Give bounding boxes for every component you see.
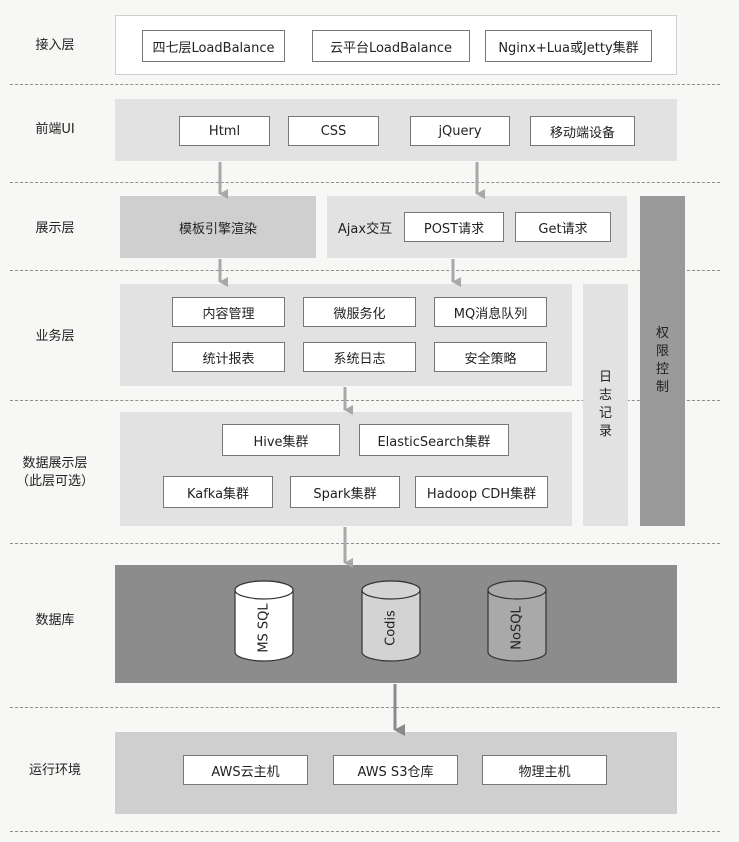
side-auth-char: 制 [655,380,669,395]
divider-business [10,400,720,401]
runtime-item-physical-host: 物理主机 [482,755,607,785]
access-item-nginx-lua-jetty: Nginx+Lua或Jetty集群 [485,30,652,62]
divider-runtime [10,831,720,832]
frontend-item-jquery: jQuery [410,116,510,146]
layer-label-data-display: 数据展示层 [22,456,88,471]
side-log-char: 日 [598,370,612,385]
side-auth-char: 限 [655,344,669,359]
frontend-item-css: CSS [288,116,379,146]
layer-label-runtime: 运行环境 [28,763,81,778]
cylinder-label-nosql: NoSQL [510,606,525,650]
layer-label-frontend: 前端UI [35,122,75,137]
side-log-record: 日 志 记 录 [583,284,628,526]
business-item-microservice: 微服务化 [303,297,416,327]
runtime-item-aws-s3: AWS S3仓库 [333,755,458,785]
cylinder-codis: Codis [361,580,421,662]
side-auth-char: 控 [655,362,669,377]
side-log-char: 录 [598,424,612,439]
side-auth-control: 权 限 控 制 [640,196,685,526]
data-display-item-elasticsearch: ElasticSearch集群 [359,424,509,456]
cylinder-nosql: NoSQL [487,580,547,662]
side-auth-char: 权 [655,326,669,341]
data-display-item-spark: Spark集群 [290,476,400,508]
layer-label-data-display-note: （此层可选） [15,474,94,489]
layer-label-access: 接入层 [35,38,75,53]
layer-label-display: 展示层 [35,221,75,236]
divider-access [10,84,720,85]
data-display-item-hadoop-cdh: Hadoop CDH集群 [415,476,548,508]
display-get-request: Get请求 [515,212,611,242]
data-display-item-hive: Hive集群 [222,424,340,456]
divider-database [10,707,720,708]
cylinder-label-ms-sql: MS SQL [257,603,272,653]
data-display-item-kafka: Kafka集群 [163,476,273,508]
cylinder-label-codis: Codis [384,610,399,646]
display-post-request: POST请求 [404,212,504,242]
business-item-content-management: 内容管理 [172,297,285,327]
frontend-item-html: Html [179,116,270,146]
access-item-cloud-loadbalance: 云平台LoadBalance [312,30,470,62]
divider-display [10,270,720,271]
runtime-item-aws-cloud-host: AWS云主机 [183,755,308,785]
cylinder-ms-sql: MS SQL [234,580,294,662]
business-item-statistics-report: 统计报表 [172,342,285,372]
display-template-band [120,196,316,258]
business-item-system-log: 系统日志 [303,342,416,372]
side-log-char: 记 [598,406,612,421]
business-item-security-policy: 安全策略 [434,342,547,372]
layer-label-database: 数据库 [35,613,75,628]
display-ajax-label: Ajax交互 [337,221,393,237]
access-item-l4l7-loadbalance: 四七层LoadBalance [142,30,285,62]
divider-data-display [10,543,720,544]
layer-label-business: 业务层 [35,329,75,344]
business-item-mq: MQ消息队列 [434,297,547,327]
frontend-item-mobile: 移动端设备 [530,116,635,146]
display-template-render: 模板引擎渲染 [178,221,257,237]
side-log-char: 志 [598,388,612,403]
divider-frontend [10,182,720,183]
